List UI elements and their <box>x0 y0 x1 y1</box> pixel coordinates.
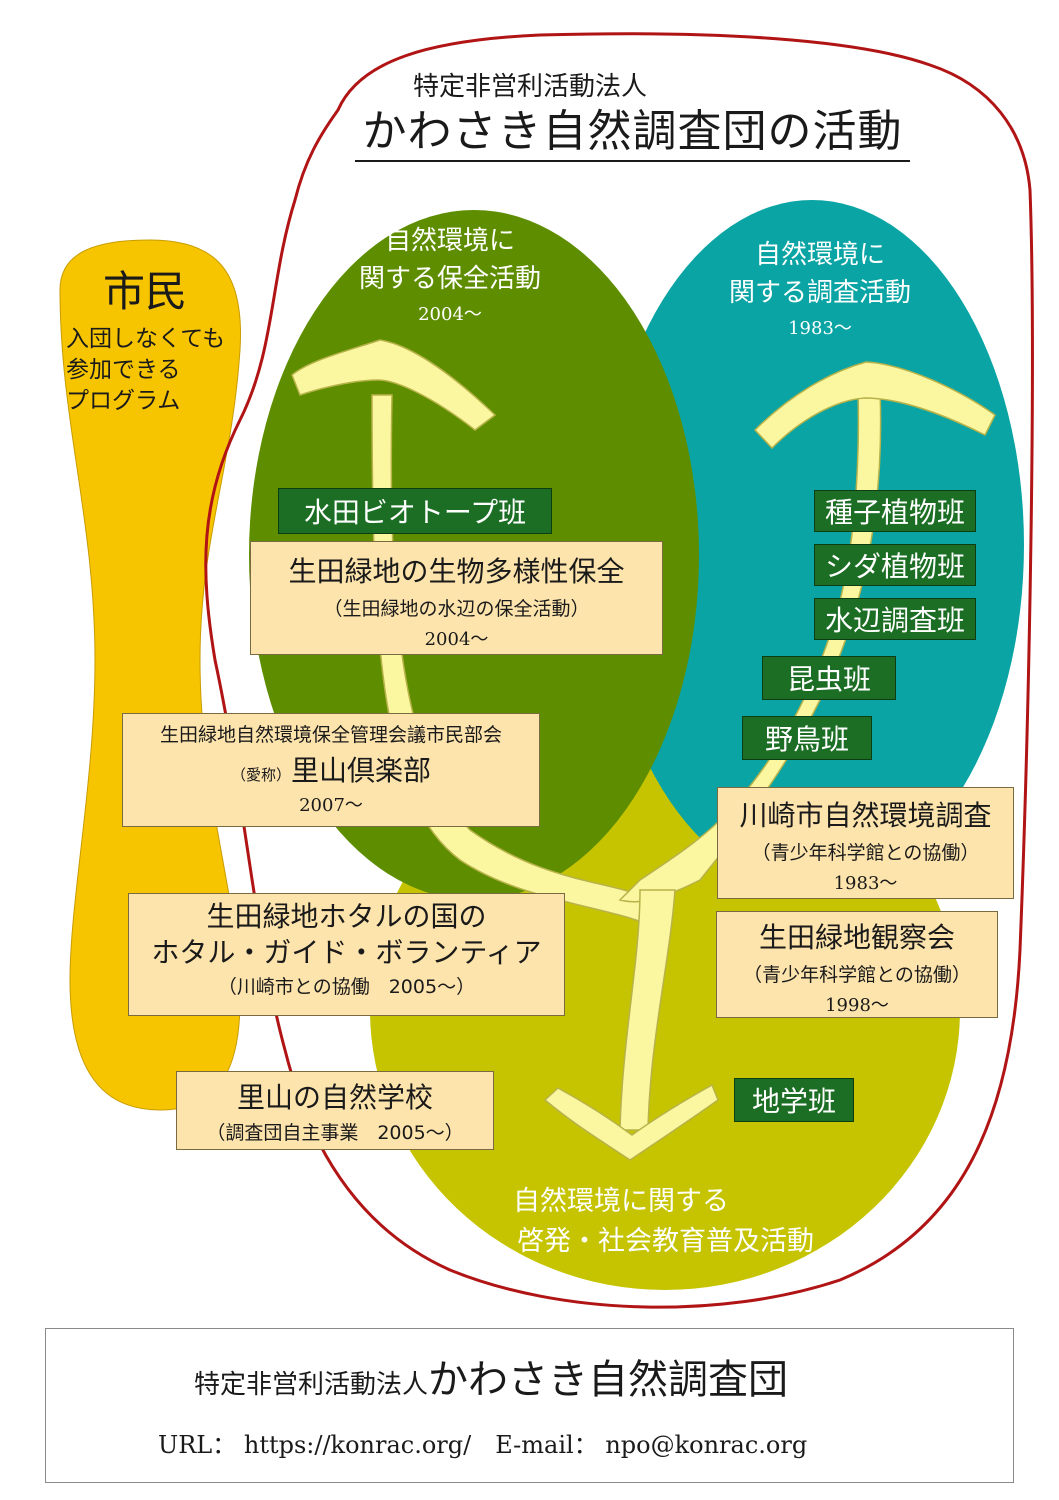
satoyama-club-nick-label: （愛称） <box>230 766 291 784</box>
satoyama-club-line1: 生田緑地自然環境保全管理会議市民部会 <box>159 724 502 746</box>
footer-org-type: 特定非営利活動法人 <box>194 1370 429 1400</box>
team-insects: 昆虫班 <box>762 656 896 700</box>
biodiversity-year: 2004～ <box>424 629 489 650</box>
survey-region <box>600 200 1024 890</box>
education-label: 自然環境に関する 啓発・社会教育普及活動 <box>513 1182 814 1262</box>
citizens-subtitle-line-2: 参加できる <box>66 357 181 383</box>
kawasaki-survey-year: 1983～ <box>833 873 898 894</box>
citizens-title: 市民 <box>102 267 187 316</box>
team-paddy-biotope: 水田ビオトープ班 <box>278 488 552 534</box>
team-geology: 地学班 <box>734 1078 854 1122</box>
school-sub: （調査団自主事業 2005～） <box>206 1122 464 1144</box>
kawasaki-survey-title: 川崎市自然環境調査 <box>739 799 992 832</box>
team-waterside-survey: 水辺調査班 <box>814 598 976 640</box>
firefly-line1: 生田緑地ホタルの国の <box>206 900 487 933</box>
team-birds: 野鳥班 <box>742 716 872 760</box>
footer-org: 特定非営利活動法人かわさき自然調査団 <box>194 1347 788 1405</box>
firefly-line2: ホタル・ガイド・ボランティア <box>151 936 542 969</box>
box-kawasaki-survey: 川崎市自然環境調査 （青少年科学館との協働） 1983～ <box>717 787 1014 899</box>
organization-boundary <box>204 32 1034 1309</box>
org-type-label: 特定非営利活動法人 <box>412 72 647 102</box>
team-ferns: シダ植物班 <box>814 544 976 586</box>
conservation-label-line-2: 関する保全活動 <box>358 264 541 294</box>
survey-year: 1983～ <box>788 318 852 339</box>
education-label-line-1: 自然環境に関する <box>513 1186 729 1217</box>
kawasaki-survey-sub: （青少年科学館との協働） <box>751 842 980 864</box>
survey-label-line-1: 自然環境に <box>754 240 885 270</box>
team-seed-plants: 種子植物班 <box>814 490 976 532</box>
conservation-year: 2004～ <box>418 304 482 325</box>
page-title: かわさき自然調査団の活動 <box>355 104 910 162</box>
education-label-line-2: 啓発・社会教育普及活動 <box>517 1226 814 1257</box>
biodiversity-sub: （生田緑地の水辺の保全活動） <box>323 598 590 620</box>
observation-year: 1998～ <box>825 995 889 1016</box>
conservation-label-line-1: 自然環境に <box>384 226 515 256</box>
footer-contact: URL： https://konrac.org/ E-mail： npo@kon… <box>158 1431 808 1459</box>
citizens-subtitle-line-3: プログラム <box>66 388 181 414</box>
survey-label-line-2: 関する調査活動 <box>728 278 911 308</box>
footer: 特定非営利活動法人かわさき自然調査団 URL： https://konrac.o… <box>45 1328 1014 1483</box>
box-satoyama-school: 里山の自然学校 （調査団自主事業 2005～） <box>176 1071 494 1150</box>
footer-org-name: かわさき自然調査団 <box>428 1357 789 1403</box>
firefly-sub: （川崎市との協働 2005～） <box>217 976 476 998</box>
satoyama-club-year: 2007～ <box>299 795 363 816</box>
citizens-subtitle-line-1: 入団しなくても <box>66 326 226 352</box>
citizens-subtitle: 入団しなくても 参加できる プログラム <box>66 324 225 417</box>
biodiversity-title: 生田緑地の生物多様性保全 <box>288 555 625 588</box>
box-satoyama-club: 生田緑地自然環境保全管理会議市民部会 （愛称）里山倶楽部 2007～ <box>122 713 540 827</box>
survey-label: 自然環境に 関する調査活動 <box>700 236 940 312</box>
school-title: 里山の自然学校 <box>236 1081 433 1114</box>
box-firefly-guide: 生田緑地ホタルの国の ホタル・ガイド・ボランティア （川崎市との協働 2005～… <box>128 893 565 1016</box>
observation-sub: （青少年科学館との協働） <box>743 964 971 986</box>
conservation-label: 自然環境に 関する保全活動 <box>330 222 570 298</box>
satoyama-club-name: 里山倶楽部 <box>291 754 432 787</box>
box-biodiversity-conservation: 生田緑地の生物多様性保全 （生田緑地の水辺の保全活動） 2004～ <box>250 541 663 655</box>
observation-title: 生田緑地観察会 <box>758 921 955 954</box>
box-observation-meeting: 生田緑地観察会 （青少年科学館との協働） 1998～ <box>716 911 998 1018</box>
